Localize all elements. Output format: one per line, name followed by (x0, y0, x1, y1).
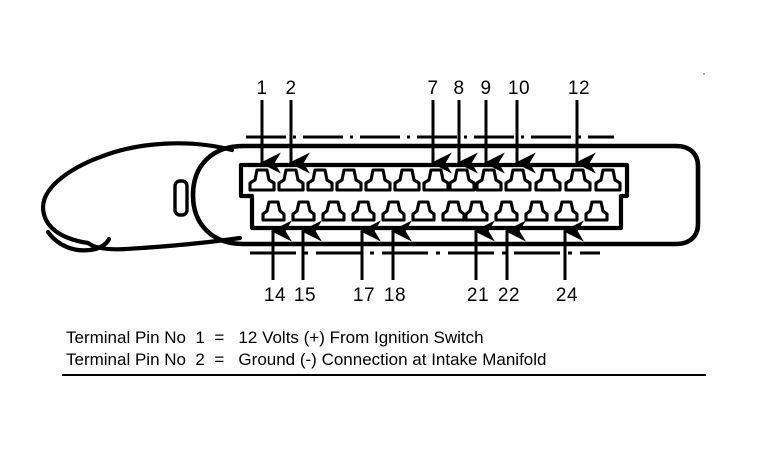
callout-label-bottom: 18 (383, 285, 407, 306)
figure-caption: Terminal Pin No 1 = 12 Volts (+) From Ig… (66, 327, 706, 371)
pin-row-bottom (261, 200, 609, 222)
pin (351, 200, 376, 222)
pin (393, 168, 421, 192)
pin (277, 168, 305, 192)
pin (464, 200, 489, 222)
callout-label-top: 10 (507, 78, 531, 99)
callout-label-top: 9 (480, 78, 492, 99)
connector-shell (190, 143, 701, 247)
pin (504, 168, 532, 192)
pin (381, 200, 406, 222)
harness-boot (41, 141, 243, 253)
pin (321, 200, 346, 222)
pin (584, 200, 609, 222)
caption-line-1: Terminal Pin No 1 = 12 Volts (+) From Ig… (66, 328, 484, 347)
pin (564, 168, 592, 192)
pin (248, 168, 276, 192)
boot-retainer-tab (173, 179, 189, 217)
callout-leaders-bottom (270, 220, 584, 280)
caption-divider-rule (62, 374, 706, 376)
caption-line-2: Terminal Pin No 2 = Ground (-) Connectio… (66, 350, 547, 369)
pin (306, 168, 334, 192)
pin (524, 200, 549, 222)
callout-label-top: 7 (427, 78, 439, 99)
pin (441, 200, 466, 222)
pin (494, 200, 519, 222)
callout-label-bottom: 15 (293, 285, 317, 306)
pin (422, 168, 450, 192)
pin (291, 200, 316, 222)
pin (475, 168, 503, 192)
pin (554, 200, 579, 222)
callout-leaders-top (259, 100, 596, 174)
callout-label-top: 1 (256, 78, 268, 99)
pin-row-top (248, 168, 622, 192)
callout-label-bottom: 21 (466, 285, 490, 306)
callout-label-top: 12 (567, 78, 591, 99)
callout-label-bottom: 22 (497, 285, 521, 306)
callout-label-bottom: 14 (263, 285, 287, 306)
pin (594, 168, 622, 192)
scan-speck (703, 73, 705, 75)
callout-label-top: 8 (453, 78, 465, 99)
pin (534, 168, 562, 192)
callout-label-bottom: 17 (352, 285, 376, 306)
pin (261, 200, 286, 222)
callout-label-bottom: 24 (555, 285, 579, 306)
pin (411, 200, 436, 222)
pin (448, 168, 476, 192)
pin (364, 168, 392, 192)
callout-label-top: 2 (285, 78, 297, 99)
pin (335, 168, 363, 192)
